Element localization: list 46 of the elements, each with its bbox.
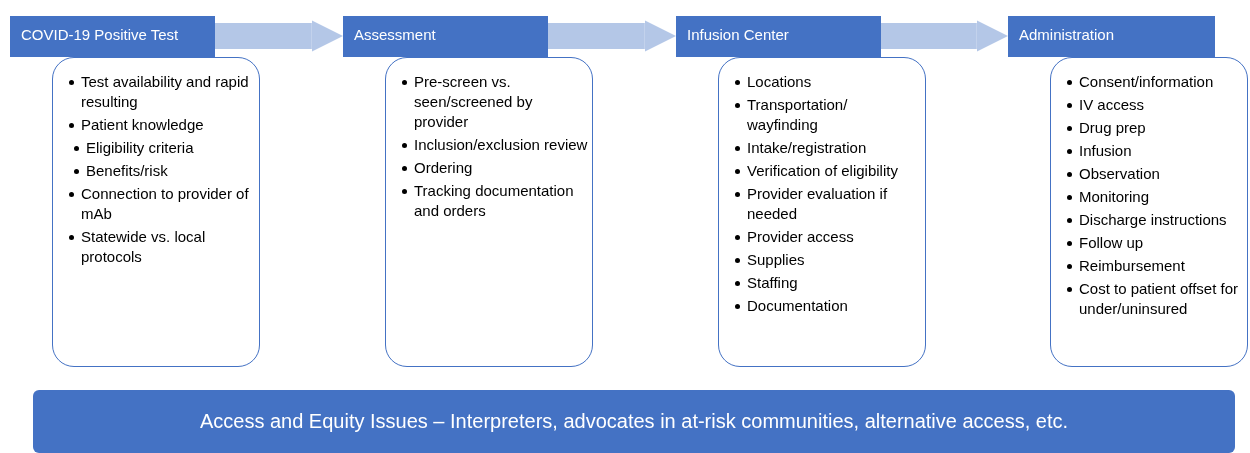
summary-banner [33,390,1235,453]
list-item: Drug prep [1079,118,1146,138]
block-arrow [215,20,343,52]
step-title: Infusion Center [687,26,789,43]
list-item: Consent/information [1079,72,1214,92]
list-item: Test availability and rapid resulting [81,72,250,112]
list-item: Follow up [1079,233,1144,253]
list-item: Cost to patient offset for under/uninsured [1079,279,1239,319]
list-item: Supplies [747,250,805,270]
step-header [343,16,548,57]
block-arrow [881,20,1008,52]
list-item: Provider evaluation if needed [747,184,889,224]
list-item: Reimbursement [1079,256,1185,276]
list-item: Connection to provider of mAb [81,184,250,224]
list-item: Discharge instructions [1079,210,1227,230]
list-item: Observation [1079,164,1160,184]
list-item: Transportation/ wayfinding [747,95,849,135]
step-card [1050,57,1248,367]
step-header [676,16,881,57]
list-item: Provider access [747,227,854,247]
list-item: Ordering [414,158,473,178]
list-item: Monitoring [1079,187,1150,207]
banner-text: Access and Equity Issues – Interpreters, advocates in at-risk communities, alternative access, etc. [199,410,1069,433]
step-card [718,57,926,367]
block-arrow [548,20,676,52]
step-card [52,57,260,367]
list-item: Pre-screen vs. seen/screened by provider [414,72,534,132]
step-title: COVID-19 Positive Test [21,26,179,43]
list-item: Tracking documentation and orders [414,181,575,221]
step-header [1008,16,1215,57]
list-item: Infusion [1079,141,1132,161]
list-item: IV access [1079,95,1145,115]
step-card [385,57,593,367]
step-title: Administration [1019,26,1115,43]
list-item: Verification of eligibility [747,161,898,181]
step-header [10,16,215,57]
list-item: Staffing [747,273,798,293]
list-item: Patient knowledge [81,115,204,135]
list-item: Statewide vs. local protocols [81,227,207,267]
list-item: Eligibility criteria [86,138,194,158]
step-title: Assessment [354,26,436,43]
list-item: Intake/registration [747,138,867,158]
list-item: Documentation [747,296,848,316]
list-item: Locations [747,72,812,92]
list-item: Benefits/risk [86,161,168,181]
list-item: Inclusion/exclusion review [414,135,588,155]
